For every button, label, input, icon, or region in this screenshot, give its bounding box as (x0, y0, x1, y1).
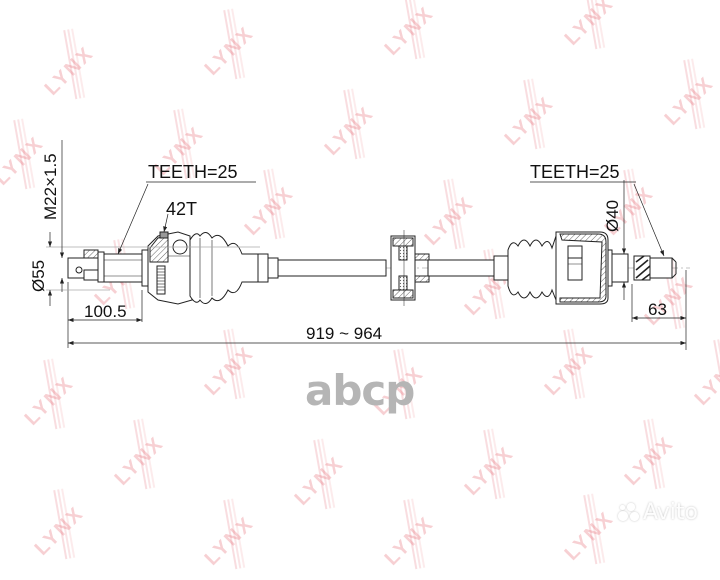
left-diameter-label: Ø55 (29, 259, 48, 292)
left-teeth-label: TEETH=25 (148, 162, 238, 182)
avito-logo: Avito (618, 500, 698, 525)
thread-spec-label: M22×1.5 (41, 153, 60, 220)
right-length-label: 63 (648, 300, 667, 319)
right-diameter-label: Ø40 (603, 199, 622, 232)
left-boot (189, 232, 279, 304)
left-length-label: 100.5 (84, 302, 127, 321)
dimension-lines (46, 140, 687, 350)
avito-wordmark: Avito (643, 500, 698, 525)
left-outer-cv-joint (147, 231, 193, 305)
main-shaft-left (277, 259, 387, 277)
dynamic-damper (390, 230, 430, 306)
left-stub-shaft (67, 249, 149, 287)
right-teeth-label: TEETH=25 (530, 162, 620, 182)
drive-shaft-drawing (46, 140, 690, 350)
main-shaft-right (427, 259, 499, 277)
abs-ring-teeth-label: 42T (166, 199, 198, 219)
right-tripod-joint (555, 231, 613, 305)
avito-dots-icon (618, 502, 640, 523)
right-stub-shaft (611, 253, 677, 283)
right-boot (493, 235, 557, 301)
overall-length-label: 919 ~ 964 (306, 324, 383, 343)
abcp-logo: abcp (305, 366, 415, 415)
